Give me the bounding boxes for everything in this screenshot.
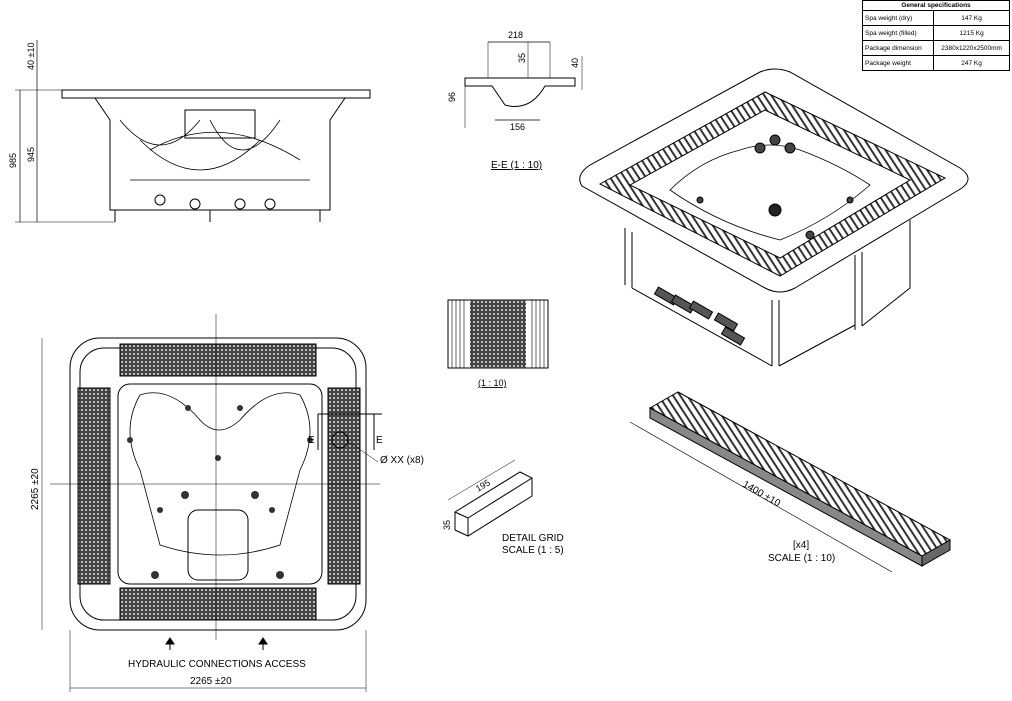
long-grid	[629, 391, 952, 573]
grid-piece-body	[454, 471, 533, 537]
top-grid-west	[77, 387, 111, 585]
iso-connector	[713, 312, 739, 332]
top-jet	[237, 405, 243, 411]
iso-jet	[805, 230, 815, 240]
dim-top-label: 40 ±10	[26, 43, 36, 70]
spec-label: Spa weight (dry)	[861, 10, 935, 26]
dim-35-label: 35	[517, 53, 527, 63]
iso-frame	[631, 287, 773, 367]
side-view-pump	[184, 109, 256, 139]
side-view-fitting	[264, 198, 276, 210]
iso-frame	[861, 287, 911, 327]
specifications-table: General specifications Spa weight (dry)1…	[861, 0, 1010, 71]
section-mark-left: E	[308, 435, 315, 446]
section-view	[464, 41, 583, 128]
spec-value: 247 Kg	[933, 55, 1010, 71]
jets-note: Ø XX (x8)	[380, 455, 424, 466]
dim-156-label: 156	[510, 122, 525, 132]
side-view-pipes	[119, 119, 310, 181]
top-jet	[151, 571, 159, 579]
top-grid-east	[327, 387, 361, 585]
top-footwell	[187, 509, 249, 581]
grid-piece	[447, 459, 533, 537]
side-view-body	[94, 97, 346, 211]
isometric-spa	[579, 68, 969, 367]
access-arrowhead	[165, 637, 175, 645]
section-label: E-E (1 : 10)	[491, 160, 542, 171]
dim-width-label: 2265 ±20	[190, 676, 232, 687]
iso-jet	[696, 196, 704, 204]
dim-line-1400	[629, 421, 893, 573]
top-jet	[307, 437, 313, 443]
spec-label: Package weight	[861, 55, 935, 71]
side-view-fitting	[189, 198, 201, 210]
top-jet	[276, 571, 284, 579]
grid-piece-edge	[454, 511, 469, 519]
dim-35-piece-label: 35	[442, 520, 452, 530]
grid-piece-label-1: DETAIL GRID	[502, 533, 564, 544]
section-mark-right: E	[376, 435, 383, 446]
grid-detail-mesh	[470, 300, 526, 368]
top-jet	[215, 455, 221, 461]
iso-jet	[769, 134, 781, 146]
iso-connector	[720, 326, 746, 346]
dim-218-label: 218	[508, 30, 523, 40]
side-view-fitting	[234, 198, 246, 210]
top-jet	[157, 507, 163, 513]
dim-line-195	[447, 459, 516, 501]
top-jet	[127, 437, 133, 443]
long-grid-side	[649, 407, 923, 567]
grid-detail-label: (1 : 10)	[478, 378, 507, 388]
section-profile	[464, 77, 576, 107]
iso-jet	[754, 142, 766, 154]
dim-40-label: 40	[570, 58, 580, 68]
top-grid-south	[119, 587, 317, 621]
hydraulic-access-note: HYDRAULIC CONNECTIONS ACCESS	[128, 659, 306, 670]
grid-detail	[447, 299, 549, 369]
dim-body-label: 945	[26, 147, 36, 162]
top-seats	[129, 392, 311, 556]
dim-96-label: 96	[447, 92, 457, 102]
side-view	[15, 40, 371, 223]
top-spot-fitting	[331, 431, 349, 449]
top-jet	[269, 507, 275, 513]
side-view-rim	[61, 89, 371, 99]
side-view-fitting	[154, 194, 166, 206]
dim-total-label: 985	[8, 153, 18, 168]
dim-height-label: 2265 ±20	[30, 468, 41, 510]
iso-connector	[670, 294, 696, 314]
iso-jet	[784, 142, 796, 154]
jets-leader	[345, 439, 379, 463]
top-jet	[251, 491, 259, 499]
iso-jet	[846, 196, 854, 204]
top-grid-north	[119, 343, 317, 377]
iso-frame	[778, 324, 856, 367]
long-grid-scale: SCALE (1 : 10)	[768, 553, 835, 564]
iso-drain	[768, 203, 782, 217]
iso-connector	[688, 300, 714, 320]
grid-piece-edge	[467, 477, 533, 519]
iso-seats	[669, 144, 871, 241]
top-jet	[181, 491, 189, 499]
grid-piece-label-2: SCALE (1 : 5)	[502, 545, 564, 556]
top-view	[41, 314, 382, 692]
long-grid-top	[648, 391, 952, 557]
access-arrowhead	[258, 637, 268, 645]
long-grid-qty: [x4]	[793, 540, 809, 551]
top-jet	[185, 405, 191, 411]
